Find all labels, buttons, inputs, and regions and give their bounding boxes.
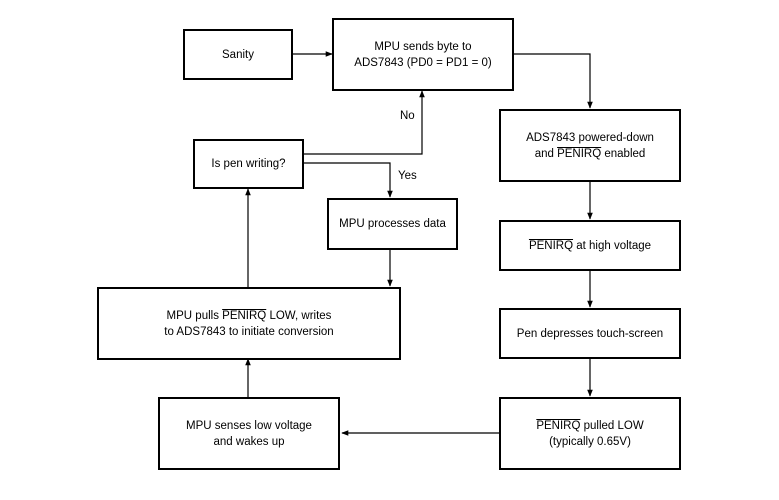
edge-label-no: No — [400, 110, 415, 122]
edge-is-pen-writing-no — [303, 90, 425, 155]
node-sanity-text: Sanity — [222, 48, 254, 61]
penirq-overline-text: PENIRQ — [222, 309, 267, 322]
node-mpu-pulls-line2: to ADS7843 to initiate conversion — [164, 325, 334, 338]
node-powered-down-line1: ADS7843 powered-down — [526, 131, 654, 144]
node-is-pen-writing: Is pen writing? — [193, 139, 304, 189]
node-pen-depresses-text: Pen depresses touch-screen — [516, 327, 664, 340]
node-penirq-low-line1: PENIRQ pulled LOW — [536, 419, 644, 432]
node-penirq-high-text: PENIRQ at high voltage — [528, 239, 652, 252]
node-mpu-processes: MPU processes data — [327, 198, 458, 250]
node-mpu-senses: MPU senses low voltage and wakes up — [158, 397, 340, 470]
node-is-pen-writing-text: Is pen writing? — [211, 158, 286, 170]
node-mpu-pulls: MPU pulls PENIRQ LOW, writes to ADS7843 … — [97, 287, 401, 360]
node-powered-down-line2: and PENIRQ enabled — [534, 147, 646, 160]
edge-label-yes: Yes — [398, 170, 417, 182]
node-pen-depresses: Pen depresses touch-screen — [499, 308, 681, 359]
node-mpu-sends-byte: MPU sends byte to ADS7843 (PD0 = PD1 = 0… — [332, 18, 514, 91]
node-mpu-sends-line2: ADS7843 (PD0 = PD1 = 0) — [354, 56, 492, 69]
node-penirq-low-line2: (typically 0.65V) — [549, 435, 631, 448]
node-mpu-pulls-line1: MPU pulls PENIRQ LOW, writes — [166, 309, 332, 322]
node-mpu-senses-line2: and wakes up — [213, 435, 285, 448]
node-mpu-processes-text: MPU processes data — [339, 218, 446, 230]
penirq-overline-text: PENIRQ — [557, 147, 602, 160]
node-penirq-low: PENIRQ pulled LOW (typically 0.65V) — [499, 397, 681, 470]
node-mpu-senses-line1: MPU senses low voltage — [186, 419, 312, 432]
penirq-overline-text: PENIRQ — [536, 419, 581, 432]
node-penirq-high: PENIRQ at high voltage — [499, 220, 681, 271]
penirq-overline-text: PENIRQ — [528, 239, 574, 252]
node-sanity: Sanity — [183, 29, 293, 80]
edge-mpu-sends-to-powered-down — [513, 53, 593, 109]
edge-is-pen-writing-yes — [303, 162, 393, 198]
node-ads-powered-down: ADS7843 powered-down and PENIRQ enabled — [499, 109, 681, 182]
node-mpu-sends-line1: MPU sends byte to — [374, 40, 472, 53]
